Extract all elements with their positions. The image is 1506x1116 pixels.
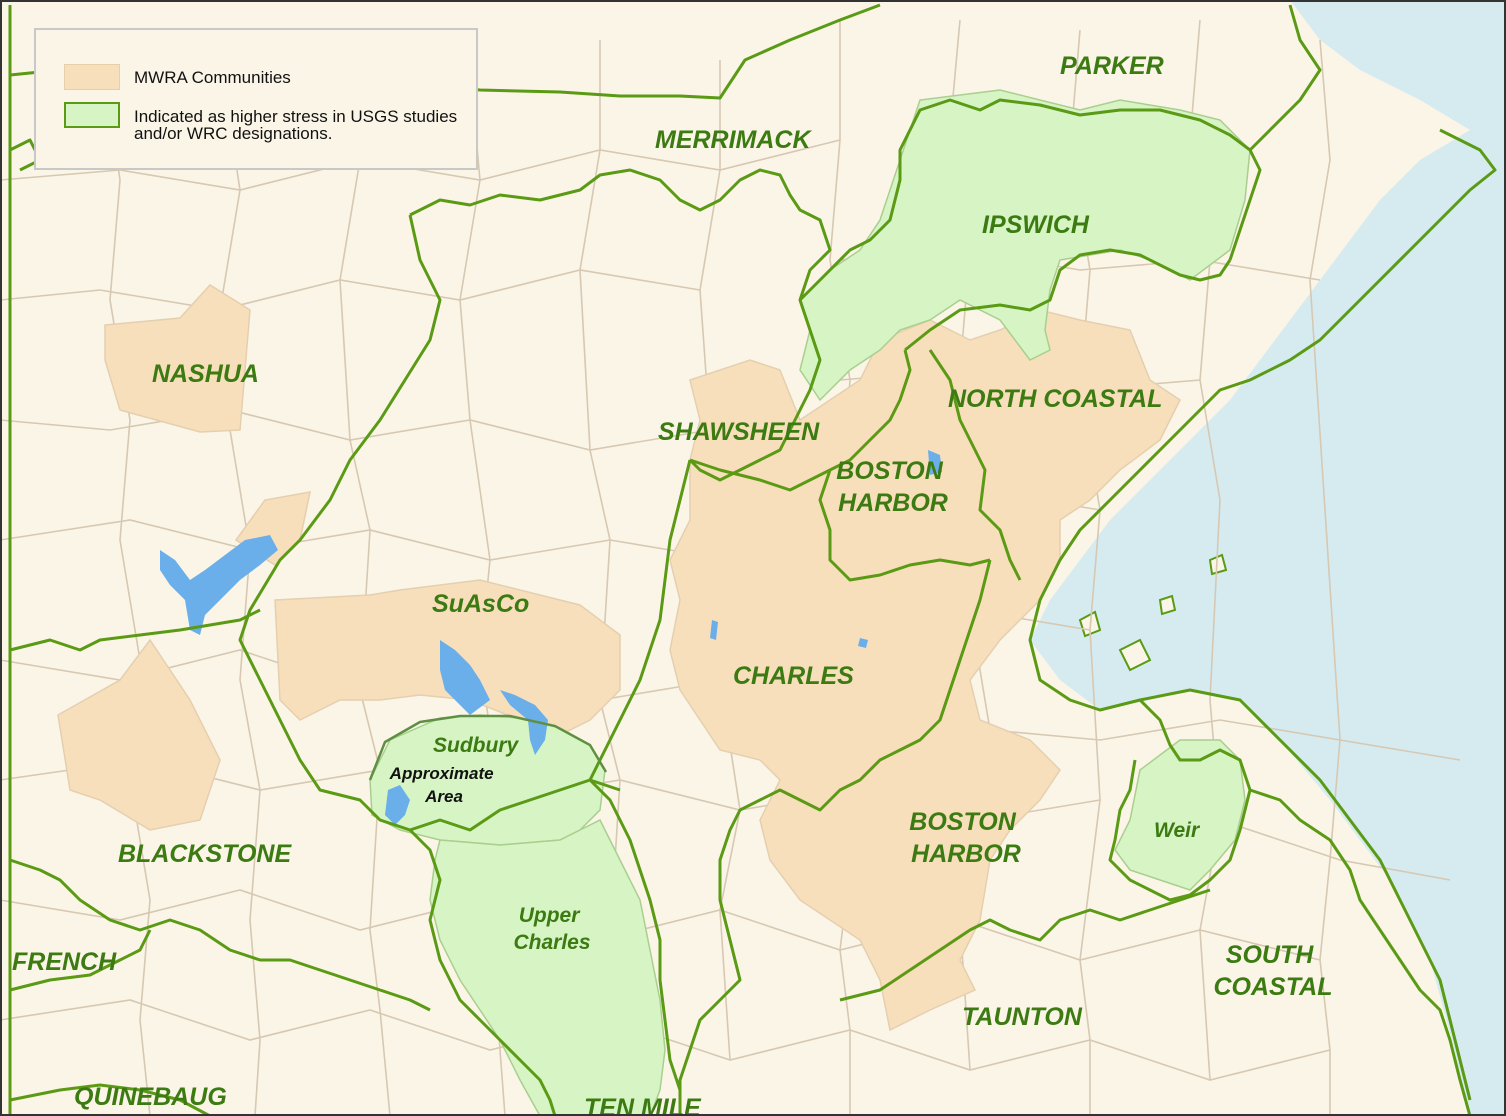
label-approximate-area-line2: Area xyxy=(424,787,463,806)
reservoir-wachusett xyxy=(160,535,278,635)
label-french: FRENCH xyxy=(12,948,117,976)
boundary-boston-harbor-north xyxy=(818,469,991,582)
label-blackstone: BLACKSTONE xyxy=(118,840,292,868)
boundary-ipswich xyxy=(798,98,1262,302)
stress-weir xyxy=(1114,739,1246,891)
label-north-coastal: NORTH COASTAL xyxy=(948,385,1162,413)
boundary-north-coastal xyxy=(928,349,1022,581)
label-boston-harbor-south-line1: BOSTON xyxy=(909,808,1016,836)
boundary-merrimack-west xyxy=(9,608,261,652)
lake-approx xyxy=(385,785,410,825)
label-merrimack: MERRIMACK xyxy=(655,126,812,154)
coastline xyxy=(1028,4,1497,1101)
label-boston-harbor-north-line1: BOSTON xyxy=(836,457,943,485)
river-sudbury xyxy=(500,690,548,755)
boundary-ipswich-south xyxy=(904,248,1232,352)
legend-swatch-stress xyxy=(64,102,120,128)
label-south-coastal-line1: SOUTH xyxy=(1226,941,1314,969)
boundary-taunton xyxy=(839,888,1211,1002)
stress-ipswich xyxy=(799,89,1251,402)
lake-small-1 xyxy=(928,450,942,475)
boundary-nashua-suasco xyxy=(238,214,621,832)
label-south-coastal-line2: COASTAL xyxy=(1214,973,1333,1001)
boundary-suasco-charles xyxy=(588,459,692,781)
label-weir: Weir xyxy=(1154,819,1201,842)
islands xyxy=(1078,553,1228,672)
higher-stress-areas xyxy=(369,89,1251,1116)
label-boston-harbor-north-line2: HARBOR xyxy=(838,489,948,517)
mwra-region-nashua xyxy=(104,284,251,433)
label-ipswich: IPSWICH xyxy=(982,211,1090,239)
label-shawsheen: SHAWSHEEN xyxy=(658,418,820,446)
label-taunton: TAUNTON xyxy=(962,1003,1083,1031)
boundary-upper-charles xyxy=(408,828,557,1116)
lake-small-3 xyxy=(710,620,718,640)
label-upper-charles-line2: Charles xyxy=(513,931,590,954)
boundary-merrimack xyxy=(409,168,832,482)
label-boston-harbor-south: BOSTON HARBOR xyxy=(909,808,1022,868)
map-legend: MWRA Communities Indicated as higher str… xyxy=(34,28,478,170)
mwra-region-metro xyxy=(669,309,1181,1032)
legend-label-mwra: MWRA Communities xyxy=(134,68,291,87)
mwra-region-southwest xyxy=(57,638,221,831)
label-approximate-area-line1: Approximate xyxy=(389,764,494,783)
legend-item-stress: Indicated as higher stress in USGS studi… xyxy=(64,102,464,142)
label-approximate-area: Approximate Area xyxy=(389,764,499,806)
label-charles: CHARLES xyxy=(733,662,854,690)
boundary-weir xyxy=(1108,698,1252,902)
boundary-blackstone xyxy=(9,858,431,1012)
label-south-coastal: SOUTH COASTAL xyxy=(1214,941,1333,1001)
legend-item-mwra: MWRA Communities xyxy=(64,64,291,90)
label-sudbury: Sudbury xyxy=(433,734,519,757)
water-bodies xyxy=(160,450,942,825)
label-upper-charles-line1: Upper xyxy=(519,904,582,927)
label-boston-harbor-north: BOSTON HARBOR xyxy=(836,457,949,517)
boundary-french xyxy=(9,929,152,992)
legend-label-stress: Indicated as higher stress in USGS studi… xyxy=(134,107,458,143)
label-suasco: SuAsCo xyxy=(432,590,529,618)
label-ten-mile: TEN MILE xyxy=(584,1094,702,1116)
basin-labels: PARKER MERRIMACK IPSWICH NASHUA NORTH CO… xyxy=(12,52,1332,1116)
label-quinebaug: QUINEBAUG xyxy=(74,1083,227,1111)
lake-small-2 xyxy=(858,638,868,648)
label-parker: PARKER xyxy=(1060,52,1164,80)
label-boston-harbor-south-line2: HARBOR xyxy=(911,840,1021,868)
reservoir-sudbury xyxy=(440,640,490,715)
sudbury-approximate-outline xyxy=(368,714,608,781)
boundary-south-coastal xyxy=(1249,788,1472,1116)
legend-swatch-mwra xyxy=(64,64,120,90)
label-nashua: NASHUA xyxy=(152,360,259,388)
ocean xyxy=(1030,0,1506,1116)
boundary-charles xyxy=(678,559,992,1116)
boundary-shawsheen xyxy=(689,349,912,492)
stress-upper-charles xyxy=(429,818,666,1116)
label-upper-charles: Upper Charles xyxy=(513,904,590,954)
